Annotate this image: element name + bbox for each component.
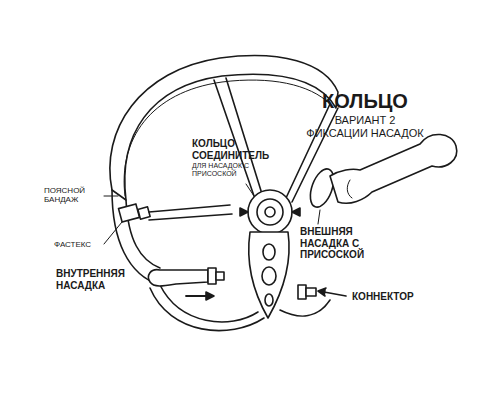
title: КОЛЬЦО xyxy=(305,90,425,113)
part-label: ВАРИАНТ 2 ФИКСАЦИИ НАСАДОК xyxy=(305,114,425,139)
part-label: ДЛЯ НАСАДОК С ПРИСОСКОЙ xyxy=(192,162,292,178)
part-label: КОЛЬЦО СОЕДИНИТЕЛЬ xyxy=(192,138,286,161)
part-label: КОННЕКТОР xyxy=(352,291,442,303)
part-label: ФАСТЕКС xyxy=(54,240,104,249)
part-label: ВНУТРЕННЯЯ НАСАДКА xyxy=(56,268,146,291)
part-label: ПОЯСНОЙ БАНДАЖ xyxy=(44,186,104,204)
part-label: ВНЕШНЯЯ НАСАДКА С ПРИСОСКОЙ xyxy=(300,226,380,261)
